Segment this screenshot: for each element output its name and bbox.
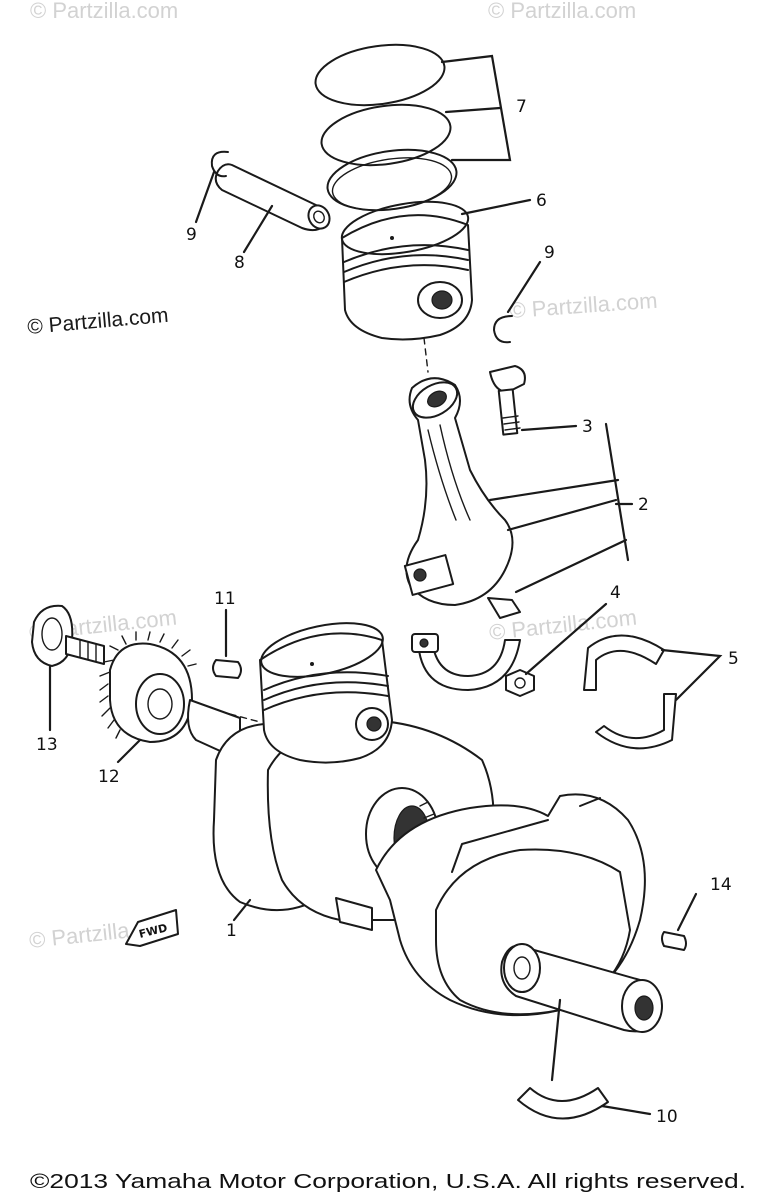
crank-bolt[interactable]: [31, 604, 105, 667]
circlip-left[interactable]: [210, 150, 229, 178]
callout-12: 12: [98, 767, 120, 787]
crankshaft[interactable]: [187, 614, 663, 1033]
callout-3: 3: [582, 417, 593, 437]
main-bearing-10[interactable]: [517, 1087, 609, 1120]
callout-8: 8: [234, 253, 245, 273]
dowel-pin-11[interactable]: [212, 659, 242, 679]
rod-nut[interactable]: [505, 669, 535, 697]
leader-lines: [48, 54, 723, 1116]
callout-5: 5: [728, 649, 739, 669]
watermark-faint-top-left: © Partzilla.com: [30, 0, 178, 23]
connecting-rod[interactable]: [403, 375, 514, 606]
watermark-faint-top-right: © Partzilla.com: [488, 0, 636, 23]
copyright-notice: ©2013 Yamaha Motor Corporation, U.S.A. A…: [30, 1171, 746, 1193]
callout-6: 6: [536, 191, 547, 211]
callout-9-left: 9: [186, 225, 197, 245]
callout-2: 2: [638, 495, 649, 515]
callout-7: 7: [516, 97, 527, 117]
piston-pin[interactable]: [214, 163, 334, 232]
circlip-right[interactable]: [493, 315, 513, 344]
piston-rings[interactable]: [312, 37, 461, 218]
callout-4: 4: [610, 583, 621, 603]
primary-gear[interactable]: [99, 631, 197, 743]
piston[interactable]: [338, 193, 473, 341]
callout-11: 11: [214, 589, 236, 609]
big-end-bearings[interactable]: [583, 634, 677, 750]
rod-cap[interactable]: [411, 597, 521, 691]
callout-1: 1: [226, 921, 237, 941]
callout-14: 14: [710, 875, 732, 895]
callout-13: 13: [36, 735, 58, 755]
watermark-primary: © Partzilla.com: [26, 304, 169, 339]
callout-10: 10: [656, 1107, 678, 1127]
callouts: 7 6 9 8 9 3 2 4 11 5 13 12 14 1 10: [36, 97, 739, 1127]
fwd-arrow-tag: FWD: [125, 909, 179, 947]
callout-9-right: 9: [544, 243, 555, 263]
dowel-pin-14[interactable]: [661, 931, 687, 951]
rod-bolt[interactable]: [489, 365, 526, 436]
watermark-faint-mid-right: © Partzilla.com: [509, 288, 659, 323]
